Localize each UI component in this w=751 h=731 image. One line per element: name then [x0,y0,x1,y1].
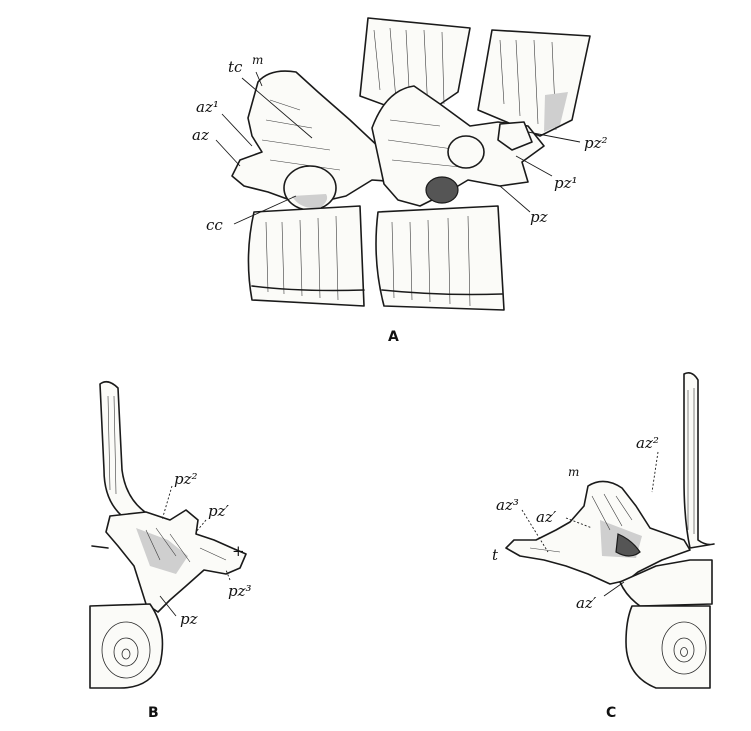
label-c-t: t [492,546,499,564]
label-a-pz1: pz¹ [554,174,578,192]
panel-label-b: B [148,705,159,721]
label-b-pz3: pz³ [228,582,252,600]
panel-label-c: C [606,705,616,721]
label-c-az2: az² [636,434,659,452]
label-c-m: m [568,465,579,479]
label-a-tc: tc [228,58,243,76]
label-c-az3: az³ [496,496,519,514]
label-b-pz1: pz′ [208,502,230,520]
label-b-t: + [232,542,245,560]
label-a-pz: pz [530,208,548,226]
panel-label-a: A [388,329,399,345]
label-a-pz2: pz² [584,134,608,152]
panel-c-figure [505,372,715,689]
label-b-pz2: pz² [174,470,198,488]
label-a-m: m [252,53,263,67]
panel-b-figure [89,380,247,689]
label-c-az: az′ [576,594,597,612]
label-a-cc: cc [206,216,223,234]
label-a-az: az [192,126,209,144]
panel-a-figure [215,17,591,311]
label-a-az1: az¹ [196,98,219,116]
label-b-pz: pz [180,610,198,628]
label-c-az1: az′ [536,508,557,526]
